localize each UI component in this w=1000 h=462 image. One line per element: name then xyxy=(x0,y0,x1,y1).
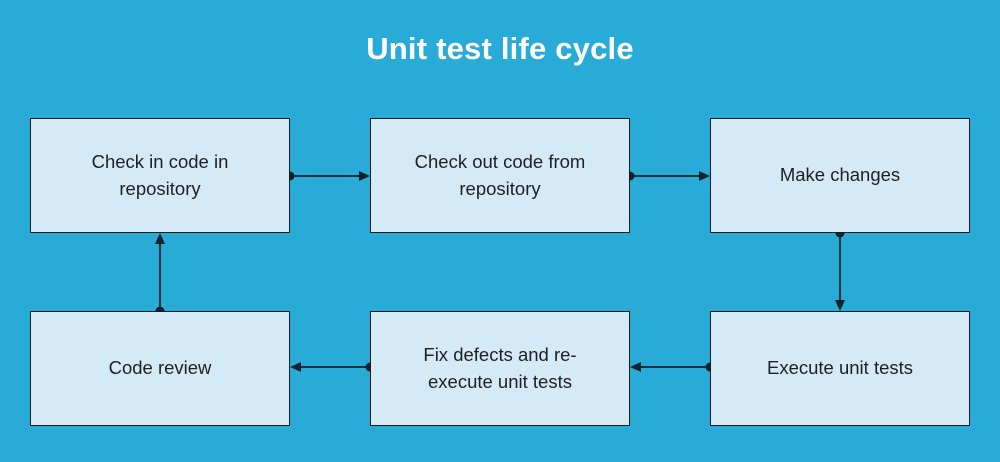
connector-fix-defects-to-code-review xyxy=(290,362,375,372)
connector-make-changes-to-execute-unit-tests xyxy=(835,228,845,311)
connector-execute-unit-tests-to-fix-defects xyxy=(630,362,715,372)
node-label: Check in code in repository xyxy=(91,151,229,199)
node-check-out-code[interactable]: Check out code from repository xyxy=(370,118,630,233)
node-code-review[interactable]: Code review xyxy=(30,311,290,426)
connector-check-in-to-check-out xyxy=(285,171,370,181)
node-label: Code review xyxy=(108,357,212,379)
node-make-changes[interactable]: Make changes xyxy=(710,118,970,233)
connector-check-out-to-make-changes xyxy=(625,171,710,181)
node-check-in-code[interactable]: Check in code in repository xyxy=(30,118,290,233)
connector-code-review-to-check-in-code xyxy=(155,233,165,316)
node-label: Make changes xyxy=(779,164,901,186)
node-label: Execute unit tests xyxy=(766,357,914,379)
node-fix-defects[interactable]: Fix defects and re- execute unit tests xyxy=(370,311,630,426)
node-label: Fix defects and re- execute unit tests xyxy=(423,344,577,392)
page-title: Unit test life cycle xyxy=(366,31,634,66)
node-label: Check out code from repository xyxy=(414,151,586,199)
node-execute-unit-tests[interactable]: Execute unit tests xyxy=(710,311,970,426)
